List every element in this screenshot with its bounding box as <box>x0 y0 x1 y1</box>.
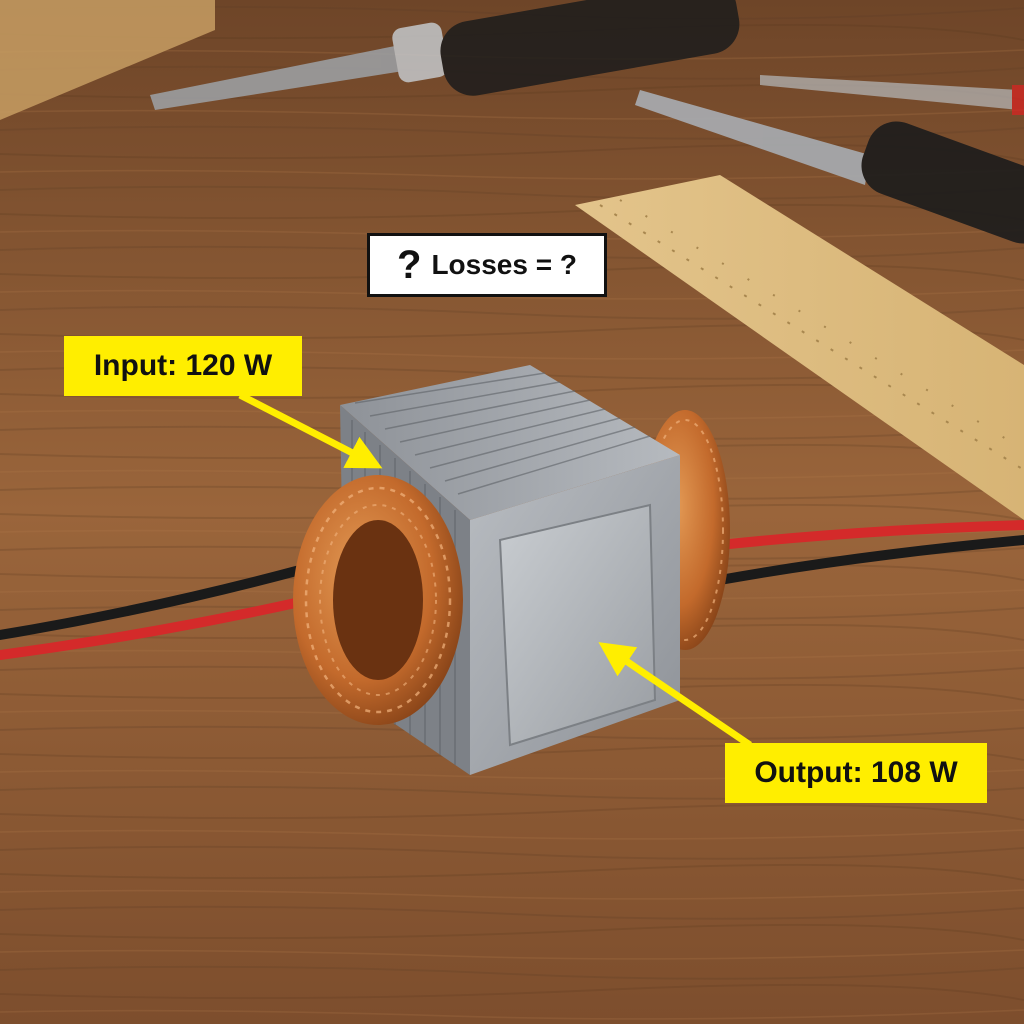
input-power-text: Input: 120 W <box>93 349 273 382</box>
input-arrow-icon <box>238 391 383 469</box>
losses-label: ? Losses = ? <box>367 233 607 297</box>
wires <box>0 520 1024 660</box>
screwdriver-icon <box>150 0 740 110</box>
screwdriver-right-icon <box>635 90 1024 244</box>
ruler <box>575 175 1024 520</box>
screwdriver-far-icon <box>760 75 1024 115</box>
copper-coil-left <box>293 475 463 725</box>
output-power-text: Output: 108 W <box>754 756 958 789</box>
question-mark-icon: ? <box>397 243 422 287</box>
losses-text: Losses = ? <box>431 249 577 280</box>
wooden-box <box>0 0 215 120</box>
output-power-label: Output: 108 W <box>725 743 987 803</box>
input-power-label: Input: 120 W <box>64 336 302 396</box>
output-arrow-icon <box>598 642 752 748</box>
